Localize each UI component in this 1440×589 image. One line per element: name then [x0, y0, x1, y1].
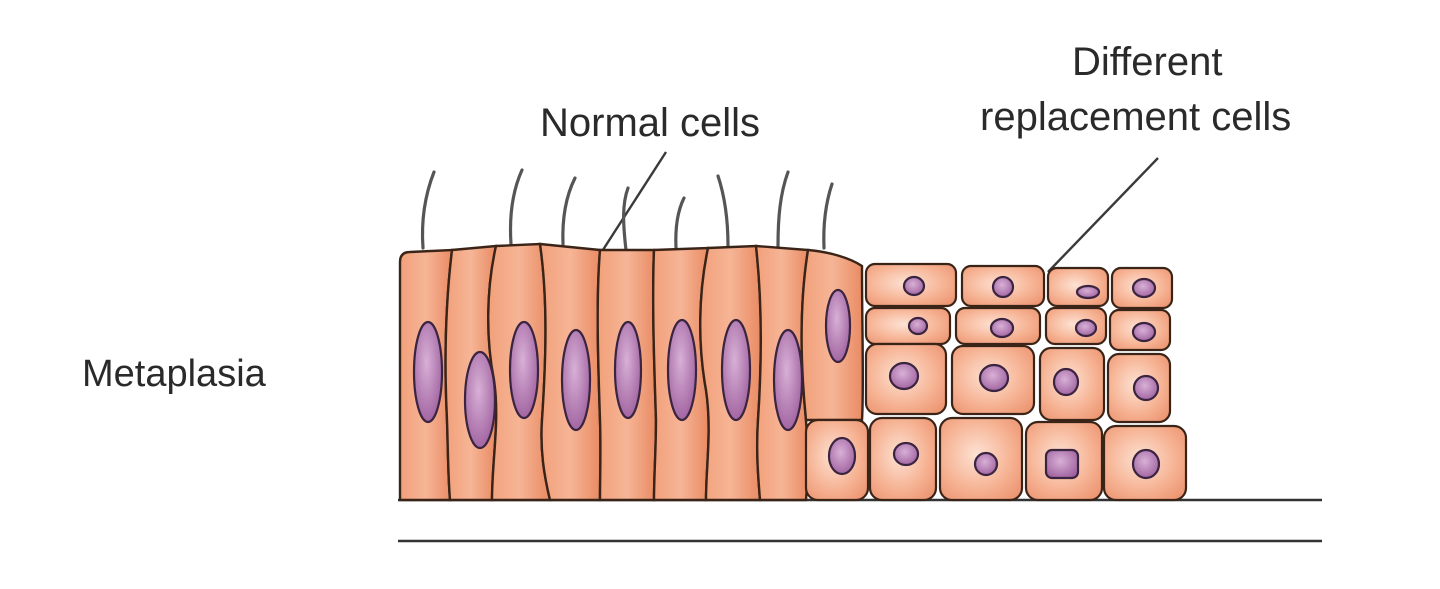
nucleus [1075, 284, 1101, 300]
nucleus [772, 328, 804, 432]
nucleus [1052, 367, 1080, 397]
nucleus [892, 441, 920, 467]
nucleus [827, 436, 857, 476]
nucleus [560, 328, 592, 432]
nucleus [1131, 277, 1157, 299]
nucleus [1131, 448, 1161, 480]
nucleus [1044, 448, 1080, 480]
nucleus [824, 288, 852, 364]
nucleus [1131, 321, 1157, 343]
nucleus [902, 275, 926, 297]
replacement-label-line2: replacement cells [980, 95, 1291, 139]
cilium [508, 168, 524, 246]
row-label-metaplasia: Metaplasia [82, 353, 267, 395]
nucleus [1132, 374, 1160, 402]
nucleus [991, 275, 1015, 299]
cilia-group [420, 168, 834, 252]
nucleus [989, 317, 1015, 339]
replacement-cells-leader [1047, 157, 1159, 273]
nucleus [888, 361, 920, 391]
nucleus [613, 320, 643, 420]
nucleus [978, 363, 1010, 393]
normal-nuclei-group [412, 288, 852, 450]
cilium [822, 182, 834, 250]
nucleus [666, 318, 698, 422]
cilium [420, 170, 436, 250]
cilium [776, 170, 790, 248]
nucleus [720, 318, 752, 422]
nucleus [412, 320, 444, 424]
nucleus [1074, 318, 1098, 338]
replacement-nuclei-group [827, 275, 1161, 480]
squamous-cell [1046, 266, 1110, 308]
cilium [716, 174, 730, 248]
nucleus [973, 451, 999, 477]
nucleus [907, 316, 929, 336]
normal-cells-label: Normal cells [540, 101, 760, 145]
cilium [674, 196, 686, 250]
nucleus [508, 320, 540, 420]
cilium [622, 186, 630, 252]
replacement-label-line1: Different [1072, 40, 1222, 84]
cilium [561, 176, 577, 246]
nucleus [463, 350, 497, 450]
